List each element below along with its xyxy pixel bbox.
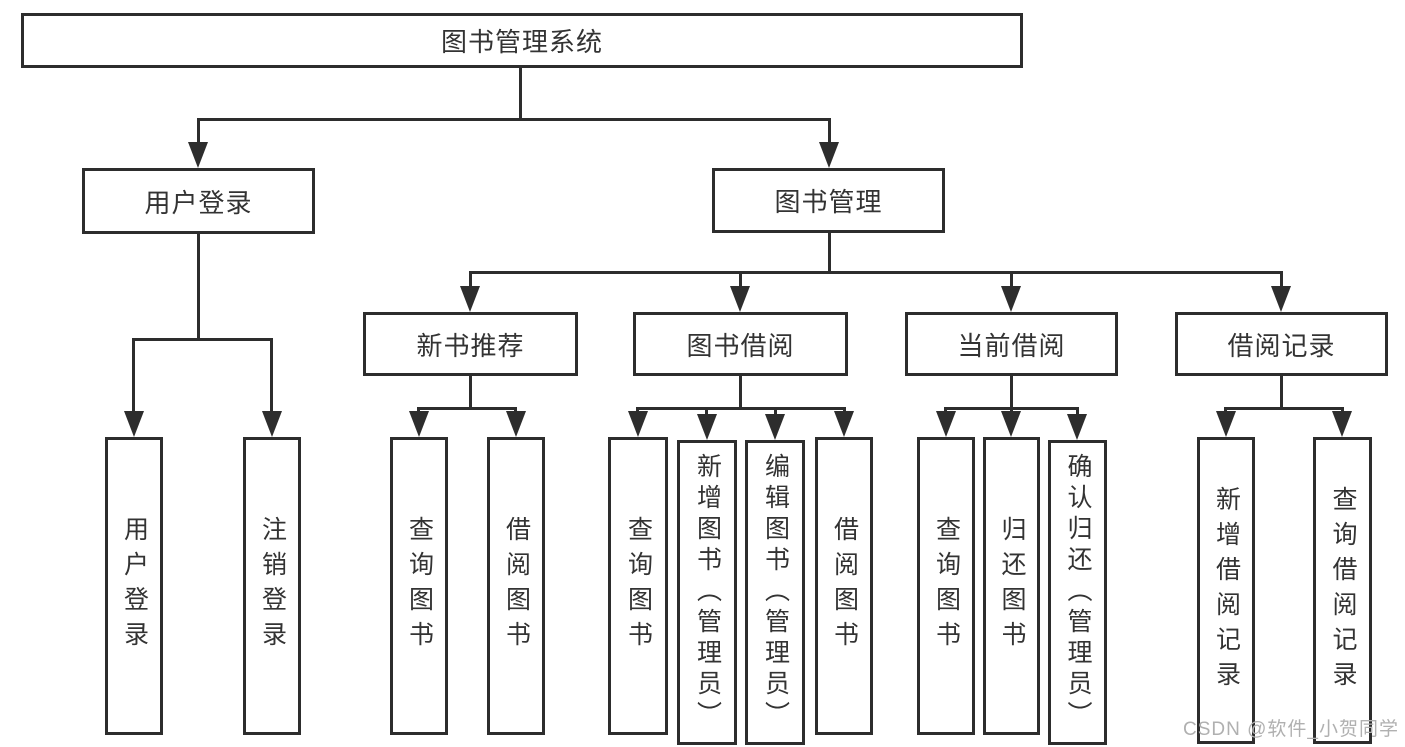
arrowhead-icon: [262, 411, 282, 437]
arrowhead-icon: [1001, 411, 1021, 437]
node-book-management: 图书管理: [712, 168, 945, 233]
leaf-query-books-recommend: 查询图书: [390, 437, 448, 735]
connector-line: [132, 338, 273, 341]
leaf-user-login: 用户登录: [105, 437, 163, 735]
leaf-query-borrow-record: 查询借阅记录: [1313, 437, 1372, 744]
arrowhead-icon: [1271, 286, 1291, 312]
connector-line: [1280, 271, 1283, 289]
arrowhead-icon: [1332, 411, 1352, 437]
connector-line: [469, 271, 472, 289]
leaf-logout: 注销登录: [243, 437, 301, 735]
connector-line: [1010, 271, 1013, 289]
arrowhead-icon: [1067, 414, 1087, 440]
leaf-add-borrow-record: 新增借阅记录: [1197, 437, 1255, 744]
arrowhead-icon: [765, 414, 785, 440]
node-new-book-recommend: 新书推荐: [363, 312, 578, 376]
connector-line: [739, 374, 742, 409]
arrowhead-icon: [506, 411, 526, 437]
connector-line: [705, 407, 708, 415]
connector-line: [132, 338, 135, 413]
arrowhead-icon: [628, 411, 648, 437]
leaf-confirm-return-admin: 确认归还（管理员）: [1048, 440, 1107, 745]
connector-line: [519, 68, 522, 120]
arrowhead-icon: [834, 411, 854, 437]
leaf-borrow-books-borrowing: 借阅图书: [815, 437, 873, 735]
connector-line: [197, 118, 200, 144]
node-user-login: 用户登录: [82, 168, 315, 234]
connector-line: [1010, 374, 1013, 409]
arrowhead-icon: [1216, 411, 1236, 437]
connector-line: [417, 407, 517, 410]
leaf-query-books-borrowing: 查询图书: [608, 437, 668, 735]
arrowhead-icon: [697, 414, 717, 440]
arrowhead-icon: [188, 142, 208, 168]
arrowhead-icon: [819, 142, 839, 168]
node-library-system-root: 图书管理系统: [21, 13, 1023, 68]
leaf-add-book-admin: 新增图书（管理员）: [677, 440, 737, 745]
watermark-text: CSDN @软件_小贺同学: [1183, 719, 1399, 740]
connector-line: [469, 374, 472, 409]
connector-line: [1076, 407, 1079, 415]
arrowhead-icon: [460, 286, 480, 312]
arrowhead-icon: [409, 411, 429, 437]
connector-line: [469, 271, 1283, 274]
leaf-query-books-current: 查询图书: [917, 437, 975, 735]
connector-line: [197, 232, 200, 340]
node-borrowing-records: 借阅记录: [1175, 312, 1388, 376]
leaf-edit-book-admin: 编辑图书（管理员）: [745, 440, 805, 745]
connector-line: [270, 338, 273, 413]
leaf-return-books: 归还图书: [983, 437, 1040, 735]
connector-line: [197, 118, 831, 121]
connector-line: [1280, 374, 1283, 409]
connector-line: [636, 407, 846, 410]
arrowhead-icon: [730, 286, 750, 312]
connector-line: [828, 118, 831, 144]
arrowhead-icon: [936, 411, 956, 437]
connector-line: [1224, 407, 1343, 410]
connector-line: [774, 407, 777, 415]
node-book-borrowing: 图书借阅: [633, 312, 848, 376]
arrowhead-icon: [1001, 286, 1021, 312]
leaf-borrow-books-recommend: 借阅图书: [487, 437, 545, 735]
arrowhead-icon: [124, 411, 144, 437]
connector-line: [739, 271, 742, 289]
connector-line: [828, 231, 831, 273]
node-current-borrowing: 当前借阅: [905, 312, 1118, 376]
